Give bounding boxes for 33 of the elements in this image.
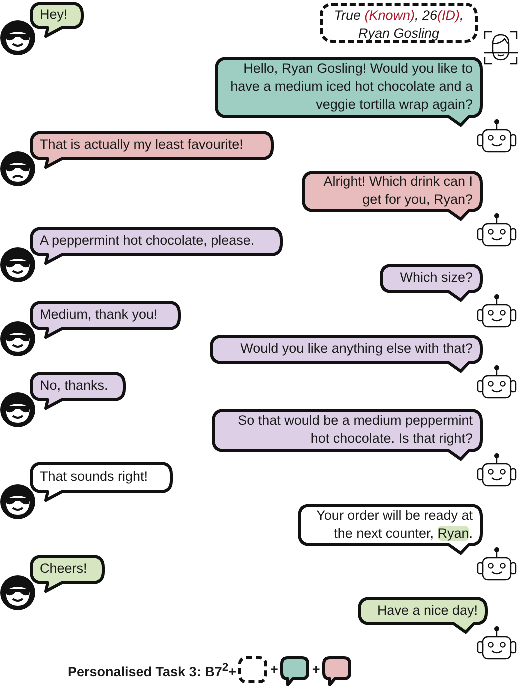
speech-bubble: [380, 264, 483, 302]
message-text: Cheers!: [40, 560, 88, 578]
message-text: That sounds right!: [40, 468, 150, 486]
message-text: Have a nice day!: [376, 602, 478, 620]
message-text: Hey!: [40, 6, 69, 24]
message-text: Medium, thank you!: [40, 306, 159, 324]
formula-text: +: [270, 662, 278, 677]
speech-bubble: [30, 131, 274, 169]
message-text: Which size?: [399, 269, 473, 287]
message-text: That is actually my least favourite!: [40, 136, 244, 154]
message-text: Your order will be ready at the next counter, Ryan.: [316, 507, 473, 543]
speech-bubble: [30, 555, 105, 593]
message-text: Would you like anything else with that?: [240, 340, 473, 358]
speech-bubble: [210, 335, 483, 373]
speech-bubble: [30, 227, 283, 265]
speech-bubble: [302, 171, 483, 221]
message-text: No, thanks.: [40, 377, 110, 395]
speech-bubble: [358, 597, 488, 634]
speech-bubble: [30, 372, 126, 410]
formula-text: +: [312, 662, 320, 677]
speech-bubble: [215, 57, 483, 127]
speech-bubble: [30, 462, 173, 502]
speech-bubble: [30, 301, 181, 339]
message-text: Hello, Ryan Gosling! Would you like to have a medium iced hot chocolate and a veggie tortilla wrap again?: [230, 60, 473, 114]
formula-text: Personalised Task 3: B7$^{2}$+: [68, 662, 236, 680]
message-text: True (Known), 26(ID), Ryan Gosling: [333, 7, 465, 43]
identity-box: [320, 3, 478, 43]
speech-bubble: [30, 2, 84, 38]
message-text: So that would be a medium peppermint hot chocolate. Is that right?: [237, 412, 473, 448]
message-text: A peppermint hot chocolate, please.: [40, 232, 256, 250]
speech-bubble: [298, 504, 483, 555]
speech-bubble: [212, 409, 483, 461]
message-text: Alright! Which drink can I get for you, Ryan?: [322, 173, 473, 209]
